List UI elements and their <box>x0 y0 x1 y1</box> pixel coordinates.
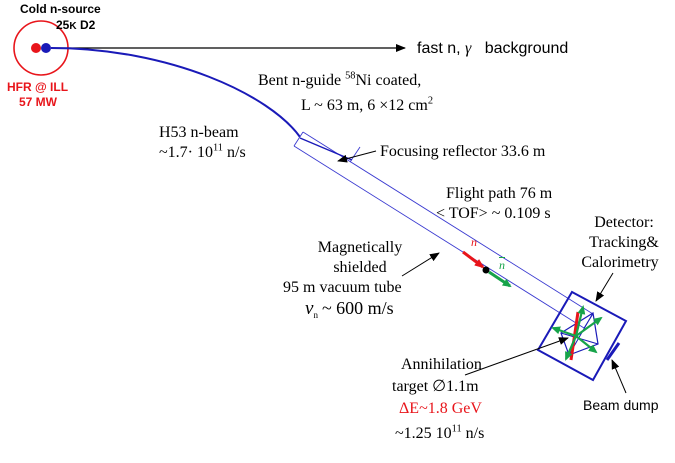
diameter-symbol: ∅ <box>432 378 447 395</box>
target-diameter: 1.1m <box>446 378 479 395</box>
background-suffix: background <box>484 40 569 57</box>
target-pointer <box>464 337 569 376</box>
detector-line2: Tracking& <box>589 234 659 251</box>
bent-guide-curve <box>50 47 301 138</box>
target-flux: ~1.25 1011 n/s <box>395 423 485 443</box>
beam-flux: ~1.7· 1011 n/s <box>159 142 246 162</box>
reactor-core-dot <box>31 43 41 53</box>
beam-flux-unit: n/s <box>227 144 246 161</box>
cold-source-dot <box>41 43 51 53</box>
reactor-name: HFR @ ILL <box>7 80 69 94</box>
gamma-symbol: γ <box>465 40 472 57</box>
reflector-pointer <box>337 150 377 163</box>
target-flux-unit: n/s <box>465 425 485 442</box>
neutron-arrow <box>462 250 485 269</box>
focusing-reflector <box>299 137 353 161</box>
shield-line1: Magnetically <box>317 239 403 256</box>
cold-source-temp: 25 <box>56 18 70 32</box>
target-flux-exp: 11 <box>451 423 462 435</box>
target-flux-mantissa: ~1.25 10 <box>395 425 452 442</box>
guide-line2: L ~ 63 m, 6 ×12 cm2 <box>301 95 434 115</box>
vacuum-tube-label: 95 m vacuum tube <box>283 279 402 296</box>
flight-path: Flight path 76 m <box>446 185 553 202</box>
guide-dimensions-exp: 2 <box>427 95 434 107</box>
cold-source-title: Cold n-source <box>20 2 101 16</box>
guide-dimensions: L ~ 63 m, 6 ×12 cm <box>301 97 428 114</box>
velocity-sub: n <box>313 310 318 321</box>
velocity-symbol: v <box>305 298 314 319</box>
target-line1: Annihilation <box>401 356 482 373</box>
tof-value: < TOF> ~ 0.109 s <box>436 205 551 222</box>
shield-line2: shielded <box>333 259 387 276</box>
cold-source-temp-unit: K <box>69 21 77 32</box>
oscillation-point <box>482 266 490 274</box>
antineutron-arrow <box>488 270 512 288</box>
target-line2: target ∅1.1m <box>392 378 479 396</box>
neutron-label: n <box>471 235 477 249</box>
guide-name: Bent n-guide <box>258 72 342 89</box>
beam-dump-label: Beam dump <box>583 397 659 413</box>
reflector-label: Focusing reflector 33.6 m <box>380 143 546 160</box>
guide-line1: Bent n-guide 58Ni coated, <box>258 70 422 90</box>
detector-pointer <box>595 272 614 302</box>
guide-coating: Ni coated, <box>355 72 422 89</box>
dump-pointer <box>611 359 627 394</box>
target-word: target <box>392 378 429 395</box>
beam-dump <box>605 342 621 361</box>
cold-source-moderator: D2 <box>79 18 96 32</box>
velocity-value: ~ 600 m/s <box>321 298 394 318</box>
shield-pointer <box>401 252 440 277</box>
energy-release: ΔE~1.8 GeV <box>399 400 482 417</box>
detector-box <box>536 290 628 382</box>
antineutron-label: n <box>499 258 505 272</box>
guide-isotope-mass: 58 <box>345 70 356 82</box>
background-label: fast n, γ background <box>417 40 568 58</box>
detector-line1: Detector: <box>594 214 654 231</box>
cold-source-spec: 25K D2 <box>56 18 96 33</box>
background-prefix: fast n, <box>417 40 461 57</box>
beam-flux-mantissa: ~1.7· 10 <box>159 144 213 161</box>
beam-flux-exp: 11 <box>212 142 223 154</box>
velocity-label: vn ~ 600 m/s <box>305 298 394 320</box>
reactor-power: 57 MW <box>19 95 58 109</box>
detector-line3: Calorimetry <box>581 254 659 271</box>
beam-name: H53 n-beam <box>159 124 239 141</box>
annihilation-products <box>551 305 603 361</box>
